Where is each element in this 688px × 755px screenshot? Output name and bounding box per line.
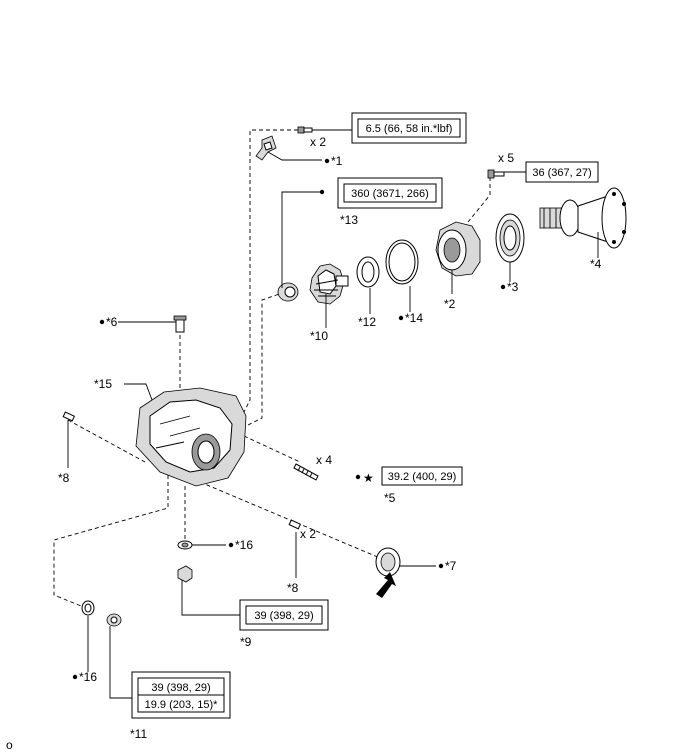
label-part-8-left: *8 — [58, 471, 70, 485]
bolt-small-top — [297, 126, 313, 134]
quantity-studs: x 4 — [316, 453, 332, 467]
guide-line-stud — [243, 435, 301, 463]
label-part-4: *4 — [590, 257, 602, 271]
pin-part-8-lower — [288, 519, 302, 530]
torque-box-6: 39 (398, 29) 19.9 (203, 15)* — [131, 671, 231, 719]
bracket-part-1 — [255, 135, 277, 161]
breather-plug-part-6 — [173, 315, 187, 333]
oil-seal-part-7 — [375, 547, 401, 577]
assembly-guide-lines — [53, 129, 491, 609]
o-ring-part-14 — [385, 239, 419, 285]
quantity-pins: x 2 — [300, 527, 316, 541]
guide-line-plug-left — [53, 468, 169, 609]
non-reusable-markers — [72, 158, 506, 680]
label-part-11: *11 — [130, 727, 147, 741]
label-part-13: *13 — [340, 213, 358, 227]
label-part-2: *2 — [444, 297, 456, 311]
adhesive-star-icon: ★ — [363, 471, 374, 485]
label-part-16-center: *16 — [235, 538, 253, 552]
guide-line-pin-left — [67, 419, 146, 463]
gear-part-10 — [309, 263, 349, 305]
quantity-bolts-cover: x 5 — [498, 151, 514, 165]
guide-line-seal — [199, 481, 381, 559]
torque-box-4: 39.2 (400, 29) — [381, 466, 463, 486]
pin-part-8-left — [62, 411, 76, 422]
gasket-part-16-center — [177, 540, 193, 550]
bearing-part-13 — [277, 282, 299, 302]
torque-value-5: 39 (398, 29) — [254, 610, 313, 622]
label-part-16-left: *16 — [79, 670, 97, 684]
label-part-8-lower: *8 — [287, 581, 299, 595]
label-part-6: *6 — [106, 315, 118, 329]
quantity-labels: x 2 x 5 x 4 x 2 — [300, 135, 514, 541]
plug-part-9 — [177, 565, 193, 583]
torque-box-3: 360 (3671, 266) — [337, 177, 443, 209]
corner-mark: o — [6, 738, 13, 752]
guide-line-bolt-top — [239, 129, 298, 421]
transfer-case-part-15 — [135, 387, 247, 487]
quantity-bolt-top: x 2 — [310, 135, 326, 149]
label-part-12: *12 — [358, 315, 376, 329]
retainer-part-2 — [435, 221, 481, 277]
torque-box-2: 36 (367, 27) — [525, 161, 599, 183]
shim-part-12 — [356, 256, 380, 288]
guide-line-bearing — [247, 291, 286, 426]
label-part-3: *3 — [507, 280, 519, 294]
torque-value-1: 6.5 (66, 58 in.*lbf) — [366, 123, 453, 135]
guide-line-bolts-cover — [467, 177, 491, 223]
part-labels: *1 *2 *3 *4 *5 *6 *7 *8 *8 *9 *10 *11 *1… — [58, 154, 602, 741]
plug-part-11 — [106, 613, 122, 627]
label-part-14: *14 — [405, 311, 423, 325]
leader-lines — [67, 129, 599, 699]
label-part-5: *5 — [384, 491, 396, 505]
oil-seal-part-3 — [495, 213, 525, 263]
gasket-part-16-left — [81, 600, 95, 616]
torque-value-6-line1: 39 (398, 29) — [151, 682, 210, 694]
label-part-1: *1 — [331, 154, 343, 168]
stud-part-5 — [293, 463, 319, 481]
torque-box-5: 39 (398, 29) — [239, 599, 329, 631]
torque-value-6-line2: 19.9 (203, 15)* — [145, 699, 218, 711]
label-part-15: *15 — [94, 377, 112, 391]
output-shaft-part-4 — [539, 187, 627, 249]
label-part-9: *9 — [240, 635, 252, 649]
label-part-10: *10 — [310, 329, 328, 343]
install-direction-arrow-icon — [376, 572, 396, 598]
label-part-7: *7 — [445, 559, 457, 573]
torque-box-1: 6.5 (66, 58 in.*lbf) — [351, 112, 467, 144]
torque-value-4: 39.2 (400, 29) — [388, 471, 457, 483]
bolt-cover — [487, 169, 505, 179]
torque-value-3: 360 (3671, 266) — [351, 188, 429, 200]
torque-value-2: 36 (367, 27) — [532, 167, 591, 179]
